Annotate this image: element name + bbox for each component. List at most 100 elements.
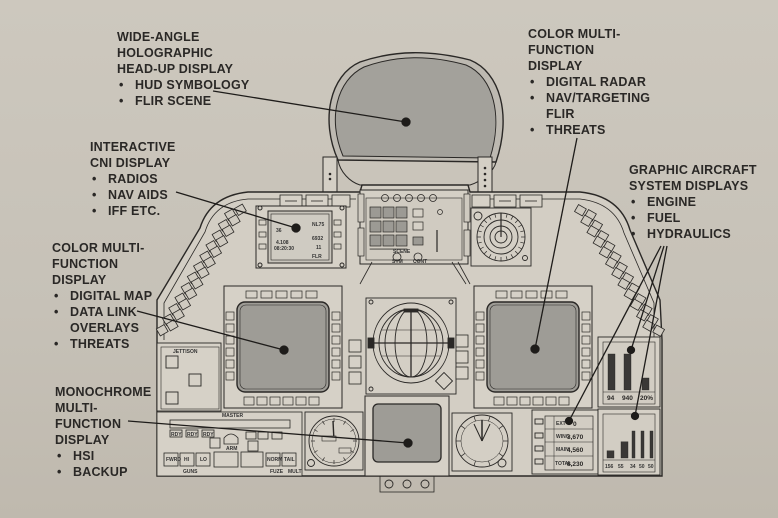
bezel-button bbox=[256, 396, 268, 406]
callout-mono-mfd: MONOCHROME MULTI- FUNCTION DISPLAY HSI B… bbox=[55, 384, 151, 480]
hydraulics-bar bbox=[631, 430, 636, 459]
callout-left-mfd-bullet-2: DATA LINK bbox=[52, 304, 152, 320]
gauge-tick bbox=[494, 256, 497, 261]
rail-button bbox=[171, 308, 185, 322]
jettison-title: JETTISON bbox=[173, 349, 198, 355]
callout-right-mfd-title-1: COLOR MULTI- bbox=[528, 27, 621, 41]
callout-cni-title-1: INTERACTIVE bbox=[90, 140, 176, 154]
bezel-button bbox=[260, 290, 273, 299]
bezel-button bbox=[475, 311, 485, 321]
hyd-value-2: 55 bbox=[618, 464, 624, 470]
bezel-button bbox=[475, 335, 485, 345]
rail-button bbox=[227, 213, 241, 227]
rail-button bbox=[580, 214, 594, 228]
btn-mult: MULT bbox=[288, 469, 302, 475]
gauge-tick bbox=[483, 250, 488, 255]
gauge-tick bbox=[518, 246, 522, 250]
cni-text-3: 4.108 bbox=[276, 240, 289, 246]
callout-right-mfd-bullet-2: NAV/TARGETING bbox=[528, 90, 650, 106]
rail-button bbox=[573, 203, 587, 217]
bezel-button bbox=[243, 396, 255, 406]
bezel-button bbox=[275, 290, 288, 299]
left-rail-buttons bbox=[155, 203, 247, 337]
right-rail-buttons bbox=[573, 203, 666, 338]
keypad-key bbox=[382, 206, 395, 219]
callout-mono-mfd-title-1: MONOCHROME bbox=[55, 385, 152, 399]
bezel-button bbox=[555, 290, 568, 299]
cni-text-1: NL75 bbox=[312, 222, 324, 228]
keypad-key bbox=[369, 206, 382, 219]
bezel-button bbox=[558, 396, 570, 406]
rail-button bbox=[215, 234, 229, 248]
airspeed-gauge bbox=[304, 411, 364, 471]
gauge-tick bbox=[498, 453, 504, 457]
bezel-button bbox=[331, 359, 341, 369]
leader-engine bbox=[630, 245, 665, 351]
callout-hud-bullet-1: HUD SYMBOLOGY bbox=[117, 77, 249, 93]
rail-button bbox=[598, 245, 612, 259]
fuel-label-ext: EXT bbox=[556, 421, 566, 427]
keypad-key bbox=[395, 220, 408, 233]
keypad-key bbox=[382, 234, 395, 247]
callout-system-bullet-3: HYDRAULICS bbox=[629, 226, 757, 242]
arm-label: ARM bbox=[226, 446, 237, 452]
gauge-tick bbox=[477, 241, 482, 244]
keypad-key bbox=[369, 234, 382, 247]
engine-value-2: 940 bbox=[622, 395, 633, 402]
top-left-buttons bbox=[279, 194, 351, 208]
btn-lo: LO bbox=[200, 457, 207, 463]
rail-button bbox=[165, 318, 179, 332]
bezel-button bbox=[225, 311, 235, 321]
gauge-tick bbox=[480, 224, 484, 228]
rail-button bbox=[592, 235, 606, 249]
bezel-button bbox=[308, 396, 320, 406]
callout-mono-mfd-title-3: FUNCTION bbox=[55, 417, 122, 431]
attitude-director-indicator bbox=[365, 297, 457, 395]
hydraulics-bar bbox=[620, 441, 629, 459]
hyd-value-4: 50 bbox=[639, 464, 645, 470]
gauge-tick bbox=[520, 241, 525, 244]
callout-left-mfd-title-3: DISPLAY bbox=[52, 273, 107, 287]
fuel-value-main: 4,560 bbox=[567, 447, 584, 454]
fuel-label-wing: WING bbox=[556, 434, 570, 440]
callout-cni: INTERACTIVE CNI DISPLAY RADIOS NAV AIDS … bbox=[90, 139, 176, 219]
leader-mono-mfd bbox=[127, 420, 409, 444]
keypad-key bbox=[382, 220, 395, 233]
bezel-button bbox=[225, 359, 235, 369]
armament-panel bbox=[156, 411, 303, 477]
callout-left-mfd-title-1: COLOR MULTI- bbox=[52, 241, 145, 255]
bezel-button bbox=[331, 311, 341, 321]
callout-left-mfd-bullet-1: DIGITAL MAP bbox=[52, 288, 152, 304]
gauge-tick bbox=[473, 460, 476, 466]
rail-button bbox=[209, 245, 223, 259]
bezel-button bbox=[331, 371, 341, 381]
callout-left-mfd-bullet-3: THREATS bbox=[52, 336, 152, 352]
callout-right-mfd-bullet-1: DIGITAL RADAR bbox=[528, 74, 650, 90]
rail-button bbox=[604, 256, 618, 270]
callout-hud-title-2: HOLOGRAPHIC bbox=[117, 46, 213, 60]
hydraulics-bar bbox=[640, 430, 645, 459]
bezel-button bbox=[290, 290, 303, 299]
engine-bar bbox=[623, 353, 632, 391]
rail-button bbox=[178, 297, 192, 311]
engine-value-3: 20% bbox=[640, 395, 653, 402]
gauge-tick bbox=[313, 450, 318, 453]
gauge-tick bbox=[350, 450, 355, 453]
gauge-tick bbox=[494, 213, 497, 218]
callout-cni-bullet-1: RADIOS bbox=[90, 171, 176, 187]
engine-bar bbox=[607, 353, 616, 391]
hydraulics-display bbox=[597, 408, 661, 476]
bezel-button bbox=[545, 396, 557, 406]
bezel-button bbox=[225, 371, 235, 381]
jettison-panel bbox=[156, 342, 222, 412]
sym-label: SYM bbox=[392, 259, 403, 265]
rail-button bbox=[629, 298, 643, 312]
bezel-button bbox=[581, 311, 591, 321]
leader-dot-right-mfd bbox=[530, 344, 540, 354]
keypad-key bbox=[395, 206, 408, 219]
bezel-button bbox=[225, 335, 235, 345]
group-guns: GUNS bbox=[183, 469, 198, 475]
rail-button bbox=[190, 276, 204, 290]
bezel-button bbox=[295, 396, 307, 406]
bezel-button bbox=[519, 396, 531, 406]
